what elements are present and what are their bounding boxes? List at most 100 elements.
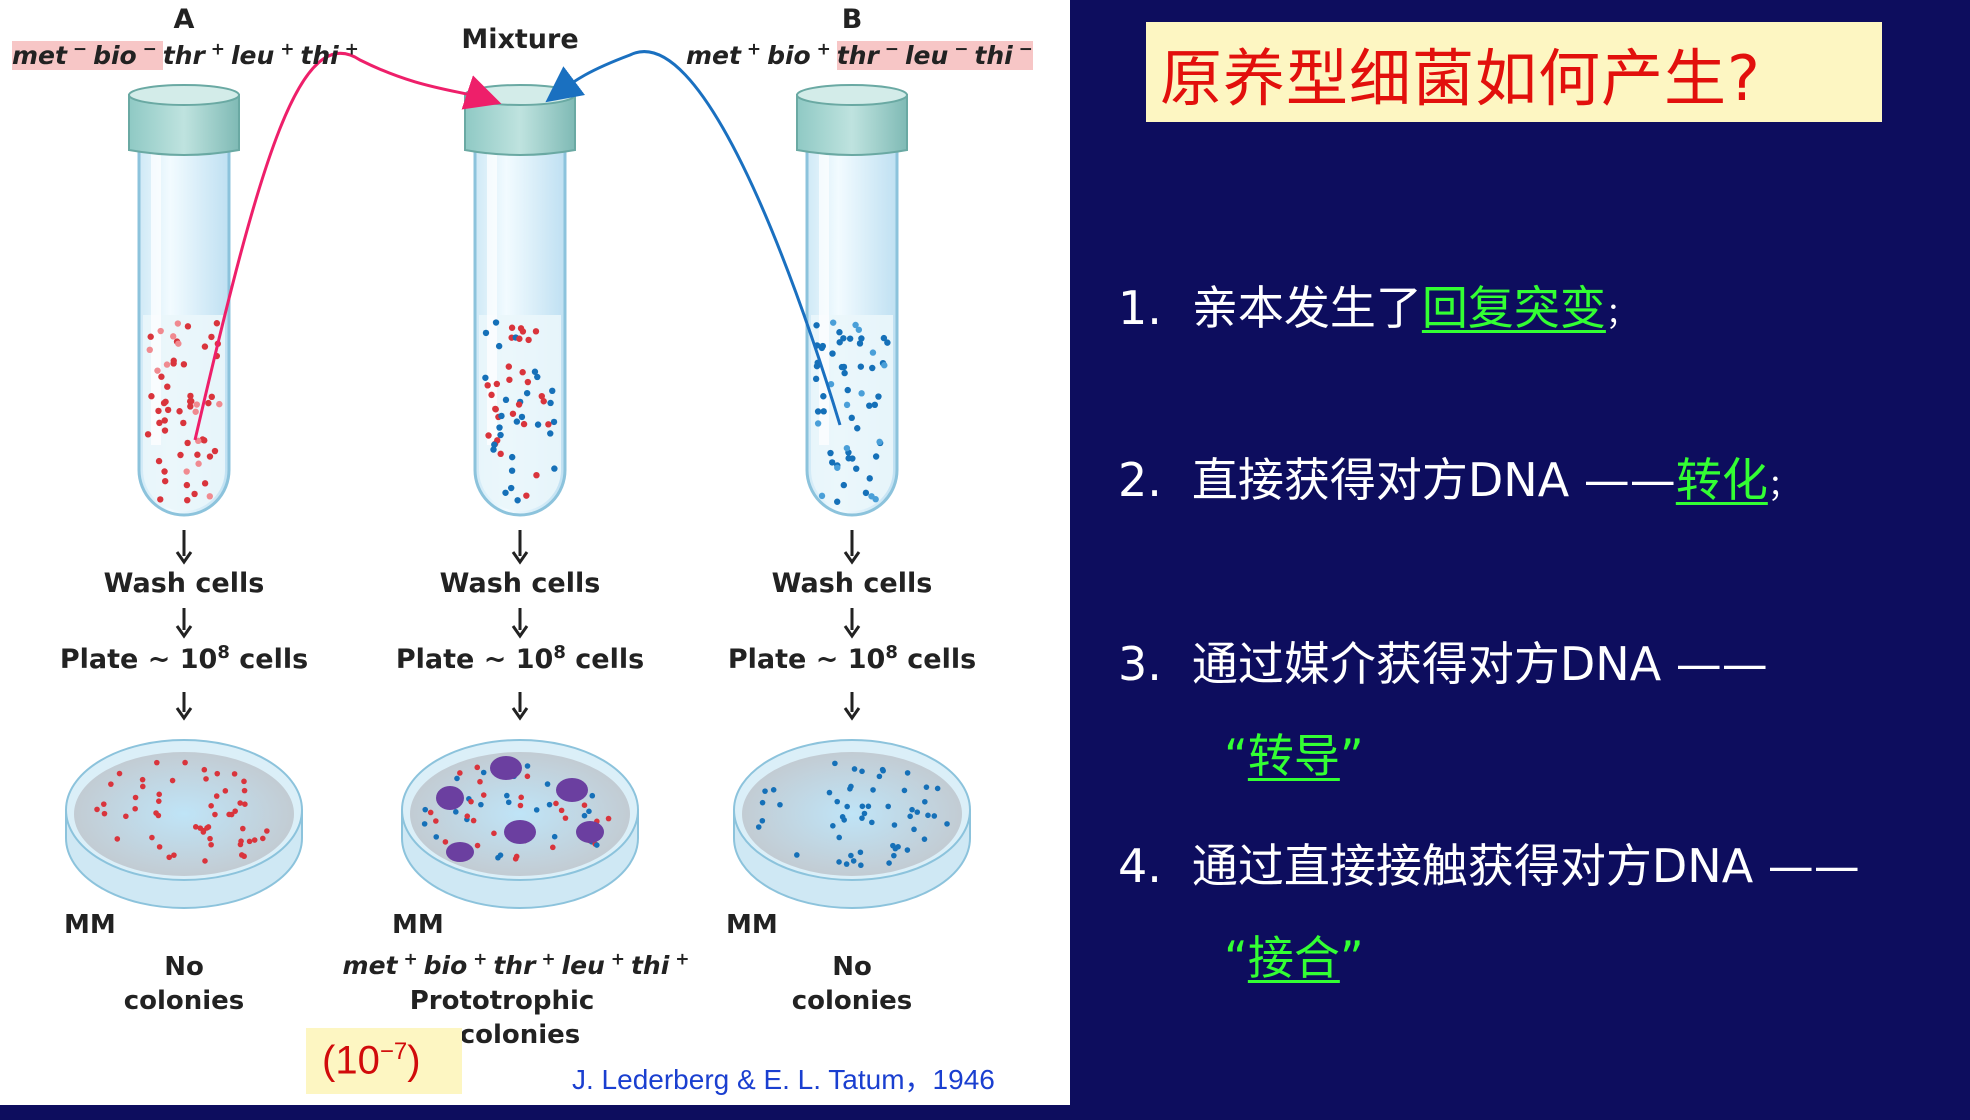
- bacterium-dot: [148, 393, 155, 400]
- down-arrow-head: [843, 707, 861, 721]
- down-arrow-head: [175, 551, 193, 565]
- bacterium-dot: [474, 842, 481, 849]
- bacterium-dot: [857, 849, 864, 856]
- bacterium-dot: [794, 852, 800, 858]
- item-4: 4.通过直接接触获得对方DNA ——: [1118, 839, 1860, 893]
- bacterium-dot: [812, 375, 820, 383]
- bacterium-dot: [495, 342, 503, 350]
- bacterium-dot: [907, 813, 913, 820]
- tube-highlight: [151, 125, 161, 445]
- bacterium-dot: [182, 759, 188, 766]
- bacterium-dot: [506, 376, 513, 383]
- bacterium-dot: [891, 822, 898, 828]
- down-arrow-head: [175, 625, 193, 639]
- bacterium-dot: [491, 441, 498, 448]
- bacterium-dot: [524, 773, 531, 780]
- bacterium-dot: [222, 788, 229, 794]
- bacterium-dot: [502, 489, 509, 496]
- bacterium-dot: [208, 333, 215, 341]
- bacterium-dot: [156, 419, 163, 427]
- bacterium-dot: [146, 346, 153, 354]
- bacterium-dot: [144, 431, 152, 438]
- genotype-gene: thi −: [974, 40, 1033, 71]
- bacterium-dot: [834, 798, 841, 805]
- bacterium-dot: [843, 401, 851, 409]
- bacterium-dot: [861, 810, 868, 817]
- bacterium-dot: [183, 468, 190, 475]
- bacterium-dot: [208, 393, 215, 401]
- prototrophic-colony: [436, 786, 464, 810]
- bacterium-dot: [866, 475, 873, 482]
- bacterium-dot: [497, 852, 504, 858]
- bacterium-dot: [433, 834, 440, 840]
- bacterium-dot: [246, 838, 253, 845]
- bacterium-dot: [524, 763, 531, 769]
- bacterium-dot: [184, 323, 192, 330]
- bacterium-dot: [876, 773, 883, 780]
- bacterium-dot: [101, 810, 108, 817]
- citation: J. Lederberg & E. L. Tatum，1946: [572, 1064, 995, 1095]
- bacterium-dot: [832, 760, 838, 767]
- title-box: [1146, 22, 1882, 122]
- term-transduction: 转导: [1247, 729, 1340, 783]
- bacterium-dot: [156, 791, 163, 798]
- figure-graphics: [65, 50, 971, 909]
- bacterium-dot: [846, 335, 854, 342]
- bacterium-dot: [202, 858, 208, 864]
- bacterium-dot: [240, 825, 246, 832]
- test-tube-a: [128, 84, 240, 517]
- bacterium-dot: [843, 861, 850, 867]
- wash-cells-b: Wash cells: [771, 568, 933, 599]
- item-3: 3.通过媒介获得对方DNA ——: [1118, 637, 1768, 691]
- bacterium-dot: [759, 817, 766, 824]
- item-1: 1.亲本发生了回复突变；: [1118, 281, 1636, 335]
- slide-title: 原养型细菌如何产生?: [1160, 42, 1761, 115]
- bacterium-dot: [904, 847, 911, 853]
- bacterium-dot: [191, 490, 198, 498]
- bacterium-dot: [885, 803, 892, 810]
- genotype-gene: leu +: [230, 40, 301, 71]
- bacterium-dot: [581, 802, 588, 808]
- tube-cap-top: [128, 84, 240, 106]
- bacterium-dot: [848, 852, 854, 859]
- bacterium-dot: [538, 392, 545, 400]
- down-arrow: [175, 608, 193, 639]
- bacterium-dot: [840, 481, 848, 489]
- bacterium-dot: [836, 834, 843, 841]
- bacterium-dot: [188, 397, 195, 405]
- bacterium-dot: [139, 776, 146, 783]
- bacterium-dot: [156, 844, 163, 850]
- bacterium-dot: [546, 801, 553, 808]
- bacterium-dot: [544, 781, 551, 787]
- bacterium-dot: [228, 811, 235, 818]
- bacterium-dot: [532, 328, 540, 335]
- bacterium-dot: [819, 342, 826, 350]
- bacterium-dot: [834, 464, 841, 471]
- wash-cells-a: Wash cells: [103, 568, 265, 599]
- bacterium-dot: [94, 806, 100, 813]
- down-arrow: [843, 530, 861, 565]
- bacterium-dot: [505, 799, 512, 806]
- bacterium-dot: [241, 778, 247, 785]
- bacterium-dot: [857, 363, 865, 370]
- no-colonies-a-line1: No: [164, 952, 204, 982]
- bacterium-dot: [533, 807, 540, 813]
- bacterium-dot: [496, 424, 503, 431]
- bacterium-dot: [770, 787, 777, 793]
- bacterium-dot: [518, 794, 524, 801]
- bacterium-dot: [180, 361, 188, 368]
- bacterium-dot: [161, 468, 168, 475]
- bacterium-dot: [474, 764, 481, 771]
- bacterium-dot: [849, 455, 856, 462]
- bacterium-dot: [457, 770, 463, 776]
- bacterium-dot: [470, 817, 477, 824]
- bacterium-dot: [213, 793, 220, 799]
- no-colonies-b-line2: colonies: [791, 986, 913, 1016]
- bacterium-dot: [177, 451, 184, 459]
- genotype-gene: bio −: [93, 40, 163, 71]
- bacterium-dot: [205, 824, 212, 830]
- bacterium-dot: [876, 438, 883, 446]
- bacterium-dot: [161, 477, 169, 485]
- bacterium-dot: [855, 326, 863, 333]
- bacterium-dot: [422, 806, 429, 813]
